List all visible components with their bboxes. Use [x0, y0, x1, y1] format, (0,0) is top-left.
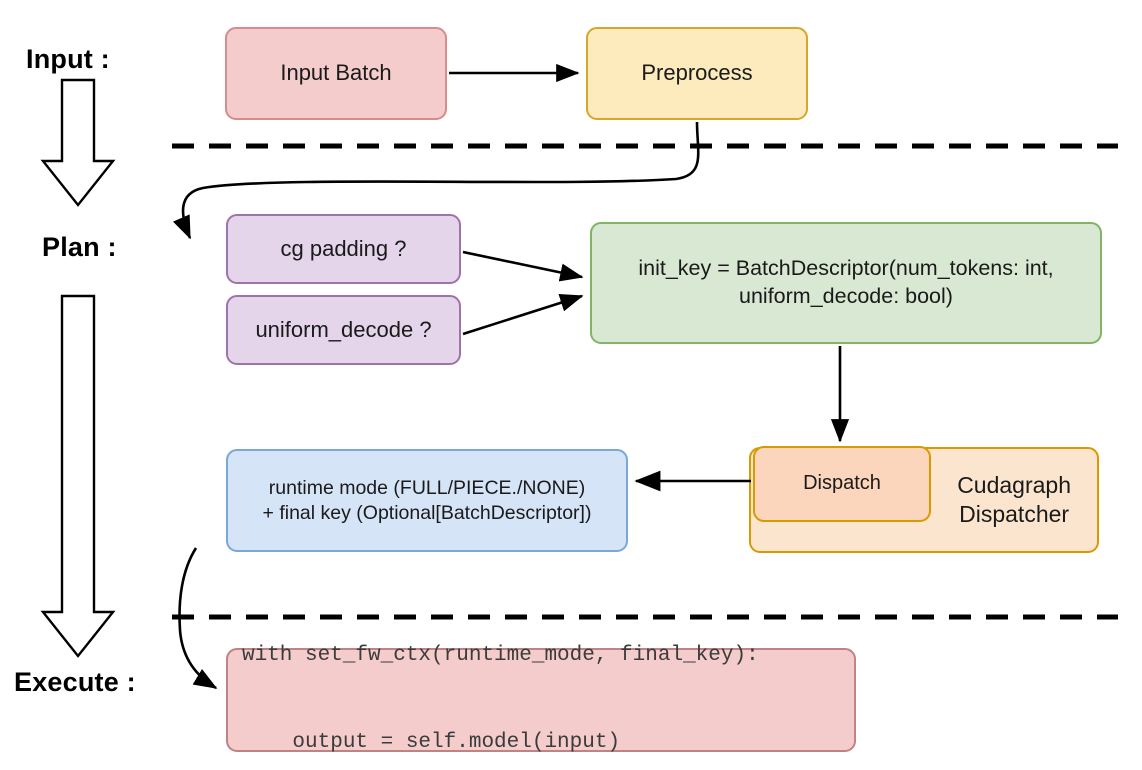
- node-cg-padding-label: cg padding ?: [280, 235, 407, 261]
- stage-label-input: Input :: [26, 44, 110, 74]
- node-code-block-line2: output = self.model(input): [242, 730, 621, 754]
- node-init-key-line1: init_key = BatchDescriptor(num_tokens: i…: [638, 256, 1054, 281]
- node-runtime-mode-line2: + final key (Optional[BatchDescriptor]): [262, 501, 592, 524]
- node-preprocess-label: Preprocess: [641, 60, 753, 86]
- node-cudagraph-dispatcher-line2: Dispatcher: [959, 501, 1070, 527]
- node-input-batch-label: Input Batch: [280, 60, 392, 86]
- plan-to-execute-arrow: [40, 294, 116, 658]
- node-uniform-decode-label: uniform_decode ?: [255, 316, 432, 342]
- node-code-block-line1: with set_fw_ctx(runtime_mode, final_key)…: [242, 644, 759, 668]
- node-code-block[interactable]: with set_fw_ctx(runtime_mode, final_key)…: [226, 644, 856, 754]
- node-cudagraph-dispatcher-line1: Cudagraph: [957, 471, 1071, 498]
- node-runtime-mode-line1: runtime mode (FULL/PIECE./NONE): [268, 476, 586, 499]
- node-cg-padding[interactable]: cg padding ?: [226, 214, 461, 284]
- node-dispatch[interactable]: Dispatch: [753, 446, 931, 522]
- stage-label-execute: Execute :: [14, 667, 136, 697]
- input-to-plan-arrow: [40, 78, 116, 207]
- node-dispatch-label: Dispatch: [803, 472, 881, 495]
- node-uniform-decode[interactable]: uniform_decode ?: [226, 295, 461, 365]
- edge-uniform-decode-to-init-key: [462, 293, 584, 336]
- node-init-key-line2: uniform_decode: bool): [739, 284, 953, 308]
- stage-label-plan: Plan :: [42, 232, 117, 262]
- node-init-key[interactable]: init_key = BatchDescriptor(num_tokens: i…: [590, 222, 1102, 344]
- node-runtime-mode[interactable]: runtime mode (FULL/PIECE./NONE) + final …: [226, 449, 628, 552]
- node-input-batch[interactable]: Input Batch: [225, 27, 447, 120]
- edge-runtime-mode-to-code-block: [178, 547, 218, 690]
- node-preprocess[interactable]: Preprocess: [586, 27, 808, 120]
- edge-cg-padding-to-init-key: [462, 250, 584, 282]
